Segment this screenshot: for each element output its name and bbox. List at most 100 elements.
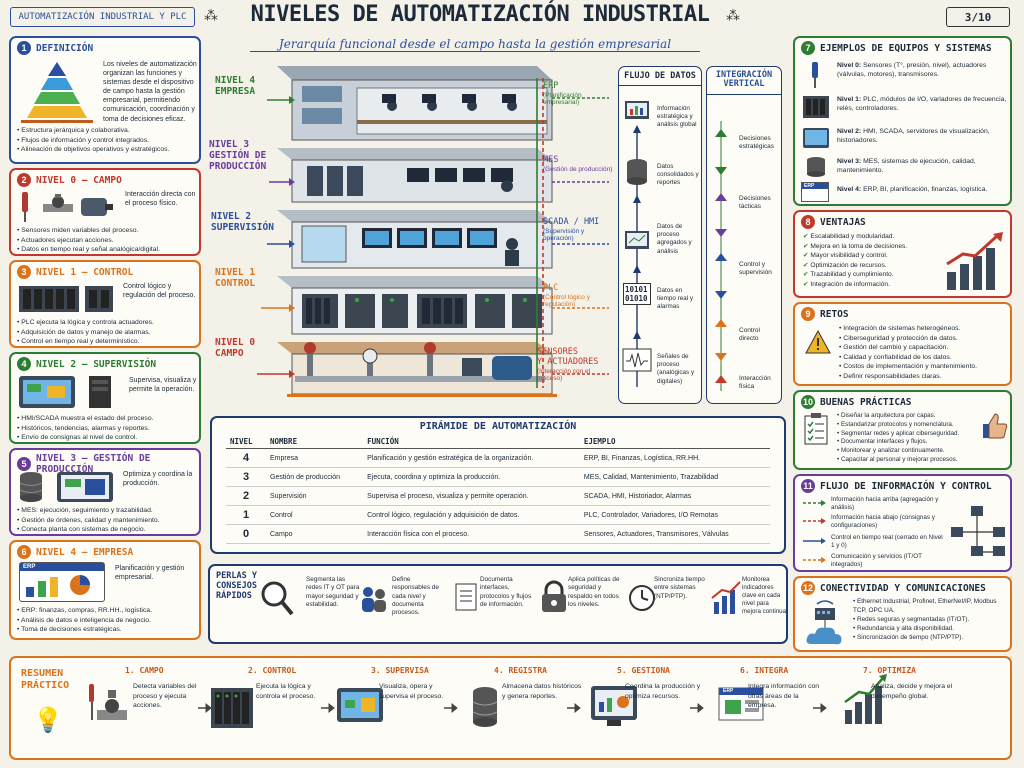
level-2-label: NIVEL 2 SUPERVISIÓN xyxy=(211,211,274,233)
level-1-label: NIVEL 1 CONTROL xyxy=(215,267,256,289)
optimize-chart-icon xyxy=(844,674,887,724)
level-3-label: NIVEL 3 GESTIÓN DE PRODUCCIÓN xyxy=(209,139,267,172)
erp-integration-icon xyxy=(718,687,764,721)
integracion-arrows xyxy=(715,121,727,391)
check-icon: ✔ xyxy=(803,271,809,279)
check-icon: ✔ xyxy=(803,252,809,260)
page-number: 3/10 xyxy=(946,7,1010,27)
erp-window-icon: ERP xyxy=(19,562,105,602)
warning-icon xyxy=(805,330,831,354)
mes-system-label: MES(Gestión de producción) xyxy=(543,155,613,173)
integracion-title: INTEGRACIÓN VERTICAL xyxy=(707,67,781,95)
production-management-layer xyxy=(277,148,553,203)
plc-system-label: PLC(Control lógico y regulación) xyxy=(543,283,590,309)
clock-icon xyxy=(629,585,655,611)
integracion-vertical-panel: INTEGRACIÓN VERTICAL Decisiones estratég… xyxy=(706,66,782,404)
pyramid-icon xyxy=(21,62,93,123)
supervision-layer xyxy=(277,210,553,269)
legend-arrows xyxy=(803,500,826,563)
building-layers-illustration xyxy=(257,66,609,397)
people-icon xyxy=(362,587,386,612)
binary-data-icon: 10101 01010 xyxy=(623,283,651,305)
perlas-title: PERLAS Y CONSEJOS RÁPIDOS xyxy=(216,571,257,601)
level-0-label: NIVEL 0 CAMPO xyxy=(215,337,256,359)
sensor-valve-motor-icon xyxy=(22,192,113,222)
mes-database-icon xyxy=(19,472,113,502)
resumen-erp-label: ERP xyxy=(723,688,734,694)
page-subtitle: Jerarquía funcional desde el campo hasta… xyxy=(250,37,700,52)
plc-rack-icon xyxy=(211,688,253,728)
padlock-icon xyxy=(542,580,566,612)
control-layer xyxy=(277,276,553,335)
lightbulb-icon: 💡 xyxy=(33,707,63,734)
chart-icon xyxy=(711,581,741,614)
erp-system-label: ERP(Planificación empresarial) xyxy=(543,81,582,107)
col-nivel: NIVEL xyxy=(226,435,266,449)
sparkle-right-icon: ⁂ xyxy=(726,7,740,23)
flujo-datos-panel: FLUJO DE DATOS 10101 01010 Información e… xyxy=(618,66,702,404)
hmi-screen-icon xyxy=(19,376,111,408)
level-4-label: NIVEL 4 EMPRESA xyxy=(215,75,256,97)
sensors-system-label: SENSORES Y ACTUADORES(Interacción con el… xyxy=(537,347,599,382)
hmi-monitor-icon xyxy=(337,688,383,722)
flujo-datos-icons xyxy=(622,101,652,387)
network-cloud-icon xyxy=(806,600,842,645)
database-icon xyxy=(472,687,498,727)
definicion-title: DEFINICIÓN xyxy=(36,42,94,54)
enterprise-building-layer xyxy=(277,66,553,141)
architecture-diagram: NIVEL 4 EMPRESA NIVEL 3 GESTIÓN DE PRODU… xyxy=(207,58,615,408)
growth-chart-icon xyxy=(946,232,1003,290)
scada-system-label: SCADA / HMI(Supervisión y operación) xyxy=(543,217,600,243)
sparkle-left-icon: ⁂ xyxy=(204,7,218,23)
ejemplos-erp-icon: ERP xyxy=(801,182,829,202)
magnifier-icon xyxy=(261,581,294,616)
flujo-datos-title: FLUJO DE DATOS xyxy=(619,67,701,86)
thumbs-up-icon xyxy=(983,413,1008,439)
check-icon: ✔ xyxy=(803,280,809,288)
check-icon: ✔ xyxy=(803,233,809,240)
page-title: NIVELES DE AUTOMATIZACIÓN INDUSTRIAL xyxy=(250,2,710,27)
check-icon: ✔ xyxy=(803,261,809,269)
col-ejemplo: EJEMPLO xyxy=(579,435,770,449)
header-tag: AUTOMATIZACIÓN INDUSTRIAL Y PLC xyxy=(10,7,195,27)
document-icon xyxy=(455,583,477,611)
checklist-icon xyxy=(804,413,828,445)
piramide-title: PIRÁMIDE DE AUTOMATIZACIÓN xyxy=(419,421,577,432)
piramide-table-card: PIRÁMIDE DE AUTOMATIZACIÓN NIVEL NOMBRE … xyxy=(210,416,786,554)
col-nombre: NOMBRE xyxy=(266,435,364,449)
ejemplos-icons xyxy=(803,62,829,177)
valve-sensor-icon xyxy=(89,684,127,720)
dashboard-monitor-icon xyxy=(591,686,637,726)
definicion-text: Los niveles de automatización organizan … xyxy=(103,61,197,123)
field-layer xyxy=(277,342,557,397)
col-funcion: FUNCIÓN xyxy=(363,435,580,449)
resumen-title: RESUMEN PRÁCTICO xyxy=(21,668,70,691)
perlas-card: PERLAS Y CONSEJOS RÁPIDOS Segmenta las r… xyxy=(208,564,788,644)
